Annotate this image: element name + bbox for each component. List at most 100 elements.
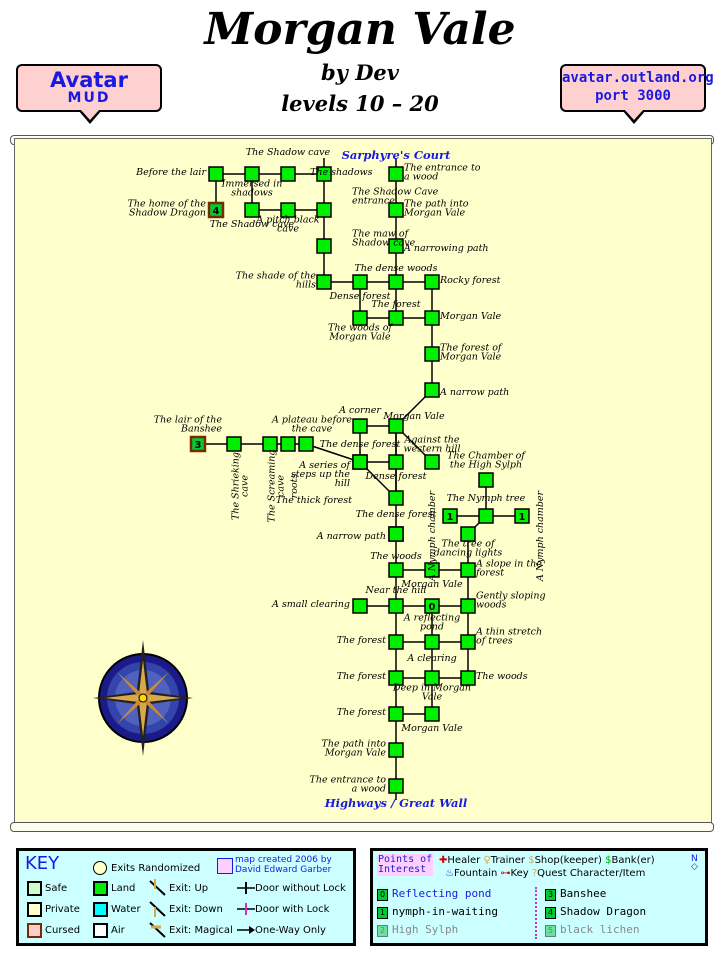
poi-heading-line-2: Interest: [378, 864, 427, 875]
map-room: [388, 202, 404, 218]
map-room: [280, 202, 296, 218]
air-swatch: [93, 923, 108, 938]
room-poi-number: 4: [213, 206, 220, 217]
room-poi-number: 1: [519, 512, 526, 523]
map-room: [460, 598, 476, 614]
map-room: [388, 670, 404, 686]
fountain-icon: ♨: [445, 868, 454, 879]
map-room: [424, 598, 440, 614]
map-room: [388, 778, 404, 794]
room-label: A Nymph chamber: [427, 489, 438, 582]
door-without-lock-label: Door without Lock: [255, 883, 346, 894]
room-label: Morgan Vale: [382, 411, 445, 422]
map-room: [244, 166, 260, 182]
exit-down-label: Exit: Down: [169, 904, 223, 915]
map-room: [424, 346, 440, 362]
room-label: The woods: [476, 671, 528, 682]
map-room: [478, 472, 494, 488]
map-room: [207, 201, 225, 219]
map-room: [460, 526, 476, 542]
server-port: port 3000: [595, 88, 671, 104]
room-label: Morgan Vale: [400, 579, 463, 590]
room-label: A narrow path: [316, 531, 386, 542]
room-poi-number: 0: [429, 602, 436, 613]
room-label: The Nymph tree: [447, 493, 526, 504]
map-room: [208, 166, 224, 182]
exits-randomized-label: Exits Randomized: [111, 863, 201, 874]
poi-name: Reflecting pond: [392, 887, 492, 900]
map-room: [424, 274, 440, 290]
poi-number: 2: [377, 925, 388, 937]
map-room: [460, 562, 476, 578]
shop-icon: $: [528, 855, 535, 866]
credit-text: map created 2006 by David Edward Garber: [235, 855, 332, 875]
scroll-bottom-rod: [10, 822, 714, 832]
map-room: [316, 274, 332, 290]
poi-symbol-legend-2: ♨Fountain ⊶Key ?Quest Character/Item: [445, 868, 645, 879]
private-label: Private: [45, 904, 80, 915]
map-room: [244, 202, 260, 218]
room-label: A small clearing: [271, 599, 350, 610]
room-label: Rocky forest: [439, 275, 501, 286]
shop-label: Shop(keeper): [534, 855, 602, 866]
poi-name: High Sylph: [392, 923, 459, 936]
private-swatch: [27, 902, 42, 917]
map-room: [424, 562, 440, 578]
room-label: The forest: [337, 635, 386, 646]
room-label: Before the lair: [135, 167, 207, 178]
poi-name: Banshee: [560, 887, 607, 900]
bank-icon: $: [605, 855, 612, 866]
avatar-logo-text: Avatar: [50, 68, 128, 92]
water-swatch: [93, 902, 108, 917]
land-swatch: [93, 881, 108, 896]
room-label: The shadows: [310, 167, 373, 178]
key-title: KEY: [25, 853, 60, 874]
room-poi-number: 1: [447, 512, 454, 523]
map-room: [424, 634, 440, 650]
map-room: [189, 435, 207, 453]
poi-divider: [535, 887, 539, 939]
poi-name: Shadow Dragon: [560, 905, 647, 918]
poi-heading-line-1: Points of: [378, 854, 433, 865]
room-label: The woods: [370, 551, 422, 562]
map-room: [352, 310, 368, 326]
healer-icon: ✚: [439, 855, 448, 866]
map-room: [424, 382, 440, 398]
map-room: [424, 310, 440, 326]
room-label: Morgan Vale: [439, 311, 502, 322]
exit-magical-label: Exit: Magical: [169, 925, 233, 936]
exit-arrows-icon: [149, 879, 166, 938]
door-with-lock-label: Door with Lock: [255, 904, 330, 915]
map-room: [460, 670, 476, 686]
room-label: The Shadow cave: [246, 147, 331, 158]
map-room: [352, 598, 368, 614]
room-label: A clearing: [406, 653, 456, 664]
trainer-label: Trainer: [490, 855, 526, 866]
credit-line-2: David Edward Garber: [235, 865, 332, 875]
map-room: [388, 274, 404, 290]
room-label: A narrow path: [439, 387, 509, 398]
poi-number: 4: [545, 907, 556, 919]
poi-number: 3: [545, 889, 556, 901]
map-room: [262, 436, 278, 452]
credit-line-1: map created 2006 by: [235, 855, 332, 865]
map-room: [424, 670, 440, 686]
room-label: Morgan Vale: [400, 723, 463, 734]
room-label: The dense forest: [320, 439, 401, 450]
map-room: [424, 706, 440, 722]
map-room: [388, 742, 404, 758]
poi-item-2: 2 High Sylph: [377, 923, 458, 937]
room-label: The forest: [337, 707, 386, 718]
quest-label: Quest Character/Item: [537, 868, 646, 879]
